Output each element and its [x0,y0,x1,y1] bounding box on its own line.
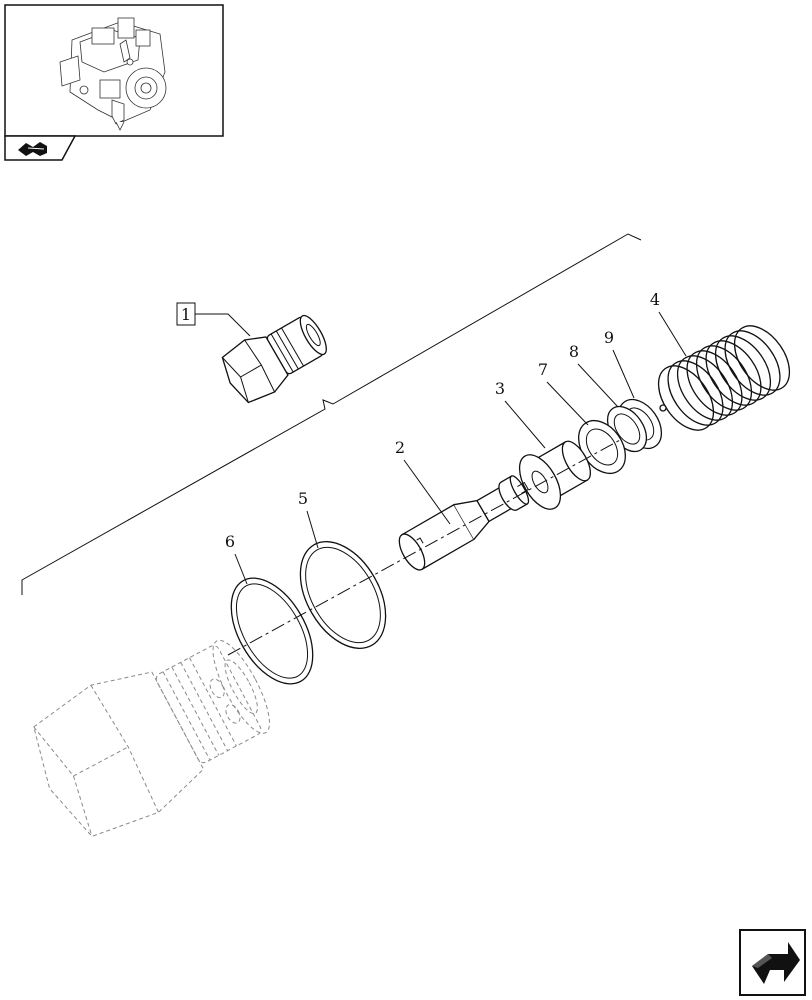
spring-coil [705,340,762,406]
callout-label: 4 [650,290,660,309]
spring-coil [676,355,734,421]
callout-6[interactable]: 6 [225,532,248,585]
section-break-line [21,233,642,595]
callout-label: 2 [395,438,405,457]
spring-coil [667,360,724,426]
callout-3[interactable]: 3 [495,379,546,449]
part-2-spool[interactable] [394,469,536,574]
callout-1[interactable]: 1 [176,302,251,337]
spring-coil [733,325,791,391]
next-page-arrow-icon[interactable] [739,929,806,996]
callout-2[interactable]: 2 [395,438,451,525]
callout-label: 5 [298,489,308,508]
part-4-spring[interactable] [647,316,800,440]
book-section-icon[interactable] [4,135,77,161]
callout-9[interactable]: 9 [604,328,635,399]
callout-label: 6 [225,532,235,551]
callout-label: 3 [495,379,505,398]
callout-label: 1 [181,305,191,324]
spring-coil [724,330,781,396]
callout-4[interactable]: 4 [650,290,687,357]
callout-7[interactable]: 7 [538,360,589,426]
callout-label: 8 [569,342,579,361]
callout-label: 7 [538,360,548,379]
callout-label: 9 [604,328,614,347]
phantom-housing [33,639,270,837]
part-3-piston[interactable] [511,430,600,516]
spring-coil [695,345,753,411]
pump-assembly-thumbnail[interactable] [4,4,224,137]
spring-coil [657,365,715,431]
callout-8[interactable]: 8 [569,342,619,408]
callout-5[interactable]: 5 [298,489,319,549]
spring-coil [714,335,772,401]
part-1-plug[interactable] [215,305,335,409]
spring-coil [686,350,743,416]
part-5-o-ring[interactable] [283,527,403,663]
